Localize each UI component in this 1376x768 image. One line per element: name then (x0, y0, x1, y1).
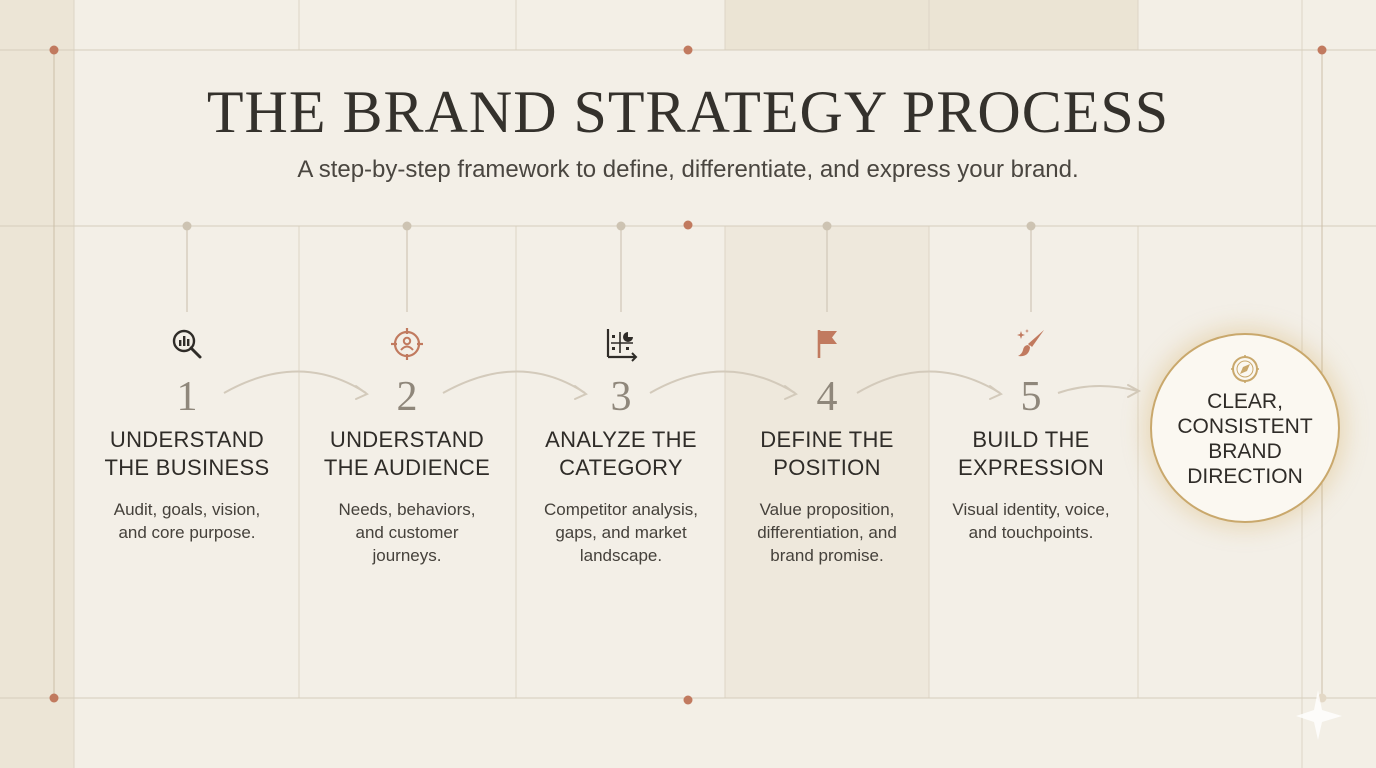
target-person-icon (307, 320, 507, 368)
step-title: DEFINE THE POSITION (760, 427, 894, 480)
step-title: UNDERSTAND THE AUDIENCE (323, 427, 491, 480)
page-title: THE BRAND STRATEGY PROCESS (206, 79, 1170, 145)
step-title: ANALYZE THE CATEGORY (545, 427, 697, 480)
paintbrush-sparkle-icon (931, 320, 1131, 368)
step-5: 5 BUILD THE EXPRESSION Visual identity, … (931, 320, 1131, 544)
outcome-circle: CLEAR, CONSISTENT BRAND DIRECTION (1150, 333, 1340, 523)
connector-arrow-5-outcome (1057, 385, 1139, 394)
step-title: BUILD THE EXPRESSION (957, 427, 1105, 480)
compass-icon (1152, 353, 1338, 387)
step-description: Competitor analysis, gaps, and market la… (543, 500, 698, 565)
step-description: Needs, behaviors, and customer journeys. (338, 500, 476, 565)
outcome-text: CLEAR, CONSISTENT BRAND DIRECTION (1177, 390, 1313, 488)
step-number: 5 (1020, 374, 1042, 420)
step-description: Audit, goals, vision, and core purpose. (113, 500, 261, 542)
step-1: 1 UNDERSTAND THE BUSINESS Audit, goals, … (87, 320, 287, 544)
flag-icon (727, 320, 927, 368)
magnifier-chart-icon (87, 320, 287, 368)
page-subtitle: A step-by-step framework to define, diff… (297, 156, 1079, 183)
step-number: 1 (176, 374, 198, 420)
step-2: 2 UNDERSTAND THE AUDIENCE Needs, behavio… (307, 320, 507, 567)
step-description: Value proposition, differentiation, and … (757, 500, 897, 565)
step-number: 2 (396, 374, 418, 420)
connector-arrow-1-2 (223, 370, 367, 394)
step-number: 4 (816, 374, 838, 420)
step-number: 3 (610, 374, 632, 420)
connector-arrow-3-4 (649, 370, 796, 394)
step-description: Visual identity, voice, and touchpoints. (952, 500, 1110, 542)
step-title: UNDERSTAND THE BUSINESS (104, 427, 270, 480)
connector-arrow-4-5 (856, 370, 1001, 394)
connector-arrow-2-3 (442, 370, 586, 394)
sparkle-decoration (1296, 690, 1342, 740)
step-4: 4 DEFINE THE POSITION Value proposition,… (727, 320, 927, 567)
matrix-chart-icon (521, 320, 721, 368)
step-3: 3 ANALYZE THE CATEGORY Competitor analys… (521, 320, 721, 567)
